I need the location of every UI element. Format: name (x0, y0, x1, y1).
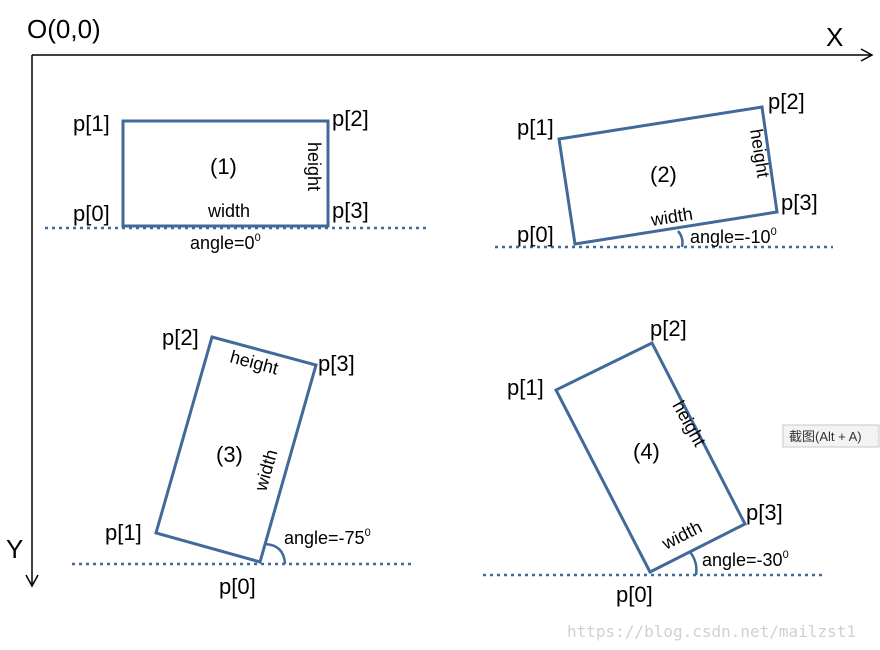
coordinate-axes: O(0,0) X Y (6, 14, 874, 588)
label-p2: p[2] (650, 316, 687, 341)
panel-index: (2) (650, 162, 677, 187)
rectangle-1 (121, 119, 330, 228)
watermark: https://blog.csdn.net/mailzst1 (567, 622, 856, 641)
label-p0: p[0] (73, 201, 110, 226)
origin-label: O(0,0) (27, 14, 101, 44)
label-p1: p[1] (105, 520, 142, 545)
angle-arc (264, 542, 287, 565)
label-p0: p[0] (219, 574, 256, 599)
angle-label: angle=-100 (690, 226, 777, 247)
rectangle-3 (154, 335, 318, 564)
panel-1: p[1] p[2] p[0] p[3] (1) width height ang… (45, 106, 428, 253)
x-axis-label: X (826, 22, 843, 52)
label-p3: p[3] (318, 351, 355, 376)
width-label: width (250, 447, 281, 494)
label-p2: p[2] (332, 106, 369, 131)
rectangle-4 (553, 341, 748, 575)
height-label: height (746, 127, 773, 179)
label-p1: p[1] (507, 375, 544, 400)
y-axis-label: Y (6, 534, 23, 564)
rectangle-2 (557, 105, 779, 246)
label-p0: p[0] (517, 222, 554, 247)
label-p2: p[2] (162, 325, 199, 350)
width-label: width (207, 201, 250, 221)
label-p1: p[1] (517, 115, 554, 140)
screenshot-button[interactable]: 截图(Alt + A) (782, 424, 880, 448)
panel-index: (3) (216, 442, 243, 467)
angle-label: angle=-300 (702, 549, 789, 570)
label-p3: p[3] (781, 190, 818, 215)
panel-index: (1) (210, 154, 237, 179)
screenshot-button-label: 截图(Alt + A) (789, 429, 862, 444)
angle-label: angle=-750 (284, 527, 371, 548)
panel-3: p[1] p[2] p[0] p[3] (3) width height ang… (72, 325, 412, 599)
label-p3: p[3] (746, 500, 783, 525)
panel-2: p[1] p[2] p[0] p[3] (2) width height ang… (495, 89, 833, 249)
height-label: height (304, 142, 324, 191)
label-p3: p[3] (332, 198, 369, 223)
height-label: height (669, 397, 710, 450)
angle-arc (689, 551, 698, 576)
angle-label: angle=00 (190, 232, 261, 253)
label-p0: p[0] (616, 582, 653, 607)
panel-index: (4) (633, 439, 660, 464)
label-p2: p[2] (768, 89, 805, 114)
panel-4: p[1] p[2] p[0] p[3] (4) width height ang… (483, 316, 822, 607)
height-label: height (228, 347, 281, 379)
label-p1: p[1] (73, 111, 110, 136)
angle-arc (677, 230, 684, 248)
